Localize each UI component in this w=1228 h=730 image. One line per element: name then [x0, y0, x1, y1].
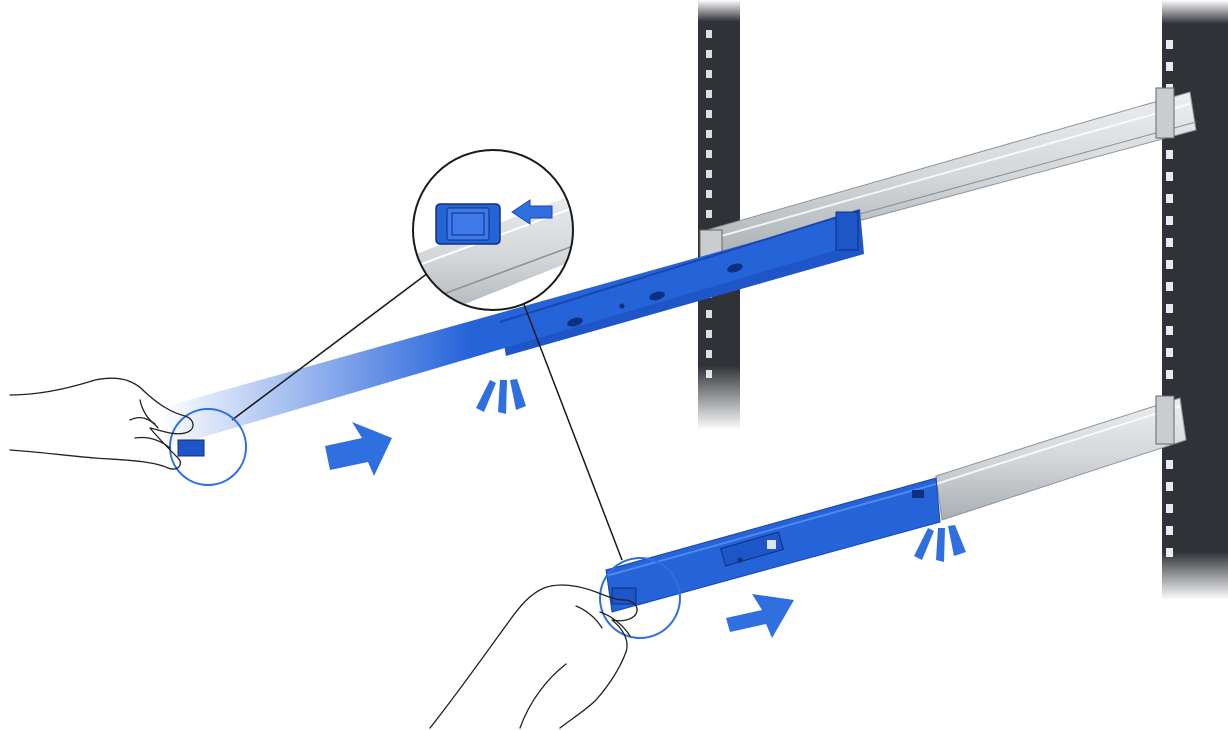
lower-rail-inner	[606, 478, 940, 612]
push-arrow-icon	[325, 422, 392, 476]
push-arrow-icon	[726, 594, 794, 638]
lower-rail-outer	[936, 396, 1186, 520]
latch-button-icon	[436, 204, 500, 244]
latch-button-icon	[178, 440, 204, 456]
click-sound-icon	[914, 525, 966, 562]
rack-post-left	[698, 0, 740, 430]
hand-icon	[430, 585, 637, 728]
click-sound-icon	[476, 379, 526, 414]
